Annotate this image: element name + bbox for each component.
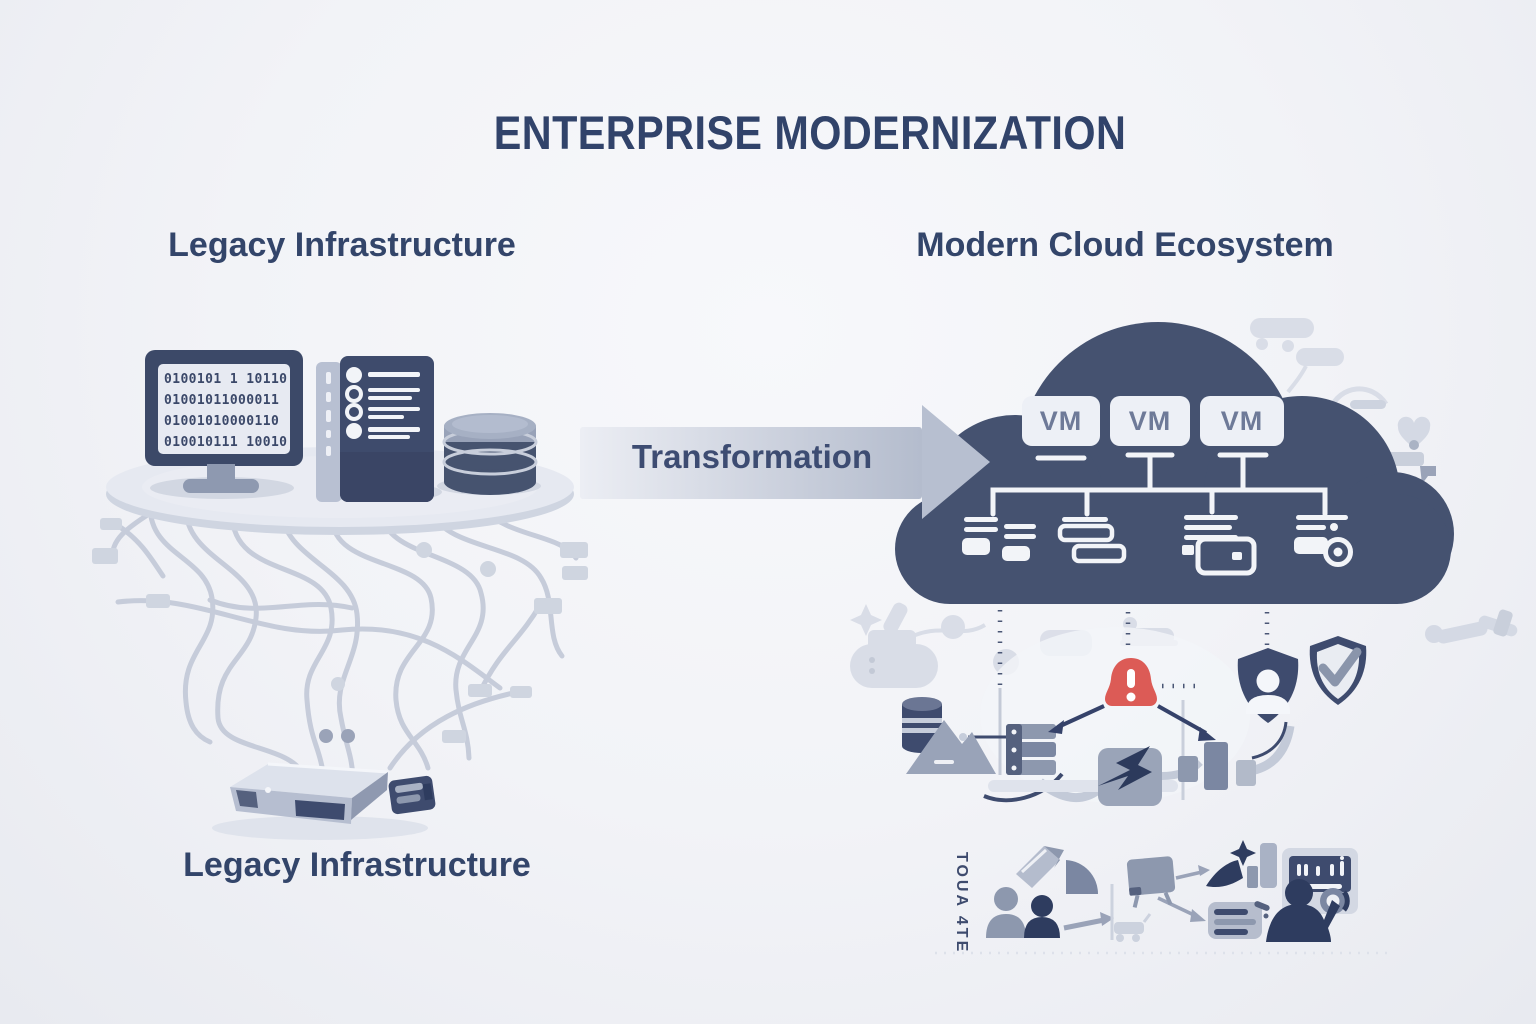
modern-section-label: Modern Cloud Ecosystem	[916, 226, 1334, 264]
check-shield-icon	[1309, 636, 1367, 705]
cloud-layers-icon	[1057, 517, 1127, 564]
vm-label-3: VM	[1220, 405, 1264, 436]
printer-icon	[850, 630, 938, 688]
dashed-connectors	[997, 610, 1270, 689]
legacy-section-label: Legacy Infrastructure	[168, 226, 516, 264]
vm-box	[1110, 396, 1190, 446]
router-icon	[212, 762, 436, 840]
vm-box	[1200, 396, 1284, 446]
mini-flow-rotated-caption: TOUA 4TE	[953, 852, 970, 955]
people-icon	[986, 887, 1060, 938]
monitor-icon	[145, 350, 303, 493]
page-title: ENTERPRISE MODERNIZATION	[493, 106, 1127, 160]
binary-line: 010010111 10010	[164, 435, 288, 450]
heart-icon	[1397, 416, 1431, 448]
transformation-arrow	[580, 405, 990, 519]
import-folder-icon	[1098, 746, 1162, 806]
binary-line: 01001010000110	[164, 414, 280, 429]
migration-cluster	[902, 610, 1367, 806]
vm-label-2: VM	[1128, 405, 1172, 436]
cart-icon	[1114, 913, 1152, 942]
mini-flow	[935, 840, 1390, 955]
cloud-service-grid-icon	[962, 517, 1036, 561]
pie-icon	[1066, 860, 1098, 894]
spark-icon	[850, 604, 882, 636]
whiteboard-icon	[1126, 856, 1176, 908]
legacy-footer-label: Legacy Infrastructure	[183, 846, 531, 884]
vm-boxes	[1022, 396, 1284, 446]
wire-connectors	[92, 518, 588, 743]
router-module	[388, 775, 436, 815]
cloud-network	[990, 452, 1328, 517]
megaphone-star-icon	[1206, 840, 1256, 888]
vm-label-1: VM	[1039, 405, 1083, 436]
user-shield-icon	[1237, 648, 1299, 723]
tools-icon	[1425, 609, 1518, 644]
vm-box	[1022, 396, 1100, 446]
book-icon	[1016, 846, 1064, 888]
cloud-monitor-icon	[1294, 515, 1353, 567]
presenter-monitor-icon	[1266, 848, 1358, 942]
server-tower-icon	[316, 356, 434, 502]
bar-blocks-icon	[1178, 742, 1256, 790]
task-list-icon	[1208, 901, 1270, 939]
cloud-card-icon	[1182, 515, 1257, 576]
alert-arrows	[1048, 704, 1216, 741]
monitor-binary-screen: 0100101 1 10110 01001011000011 010010100…	[164, 369, 292, 453]
transformation-label: Transformation	[631, 438, 873, 475]
binary-line: 0100101 1 10110	[164, 372, 288, 387]
bar-chart-icon	[1247, 866, 1258, 888]
cloud-service-icons	[962, 515, 1353, 576]
database-icon	[442, 413, 538, 495]
binary-line: 01001011000011	[164, 393, 280, 408]
alert-icon	[1105, 658, 1157, 706]
flow-arrows	[1063, 865, 1210, 931]
mountain-icon	[906, 720, 996, 774]
